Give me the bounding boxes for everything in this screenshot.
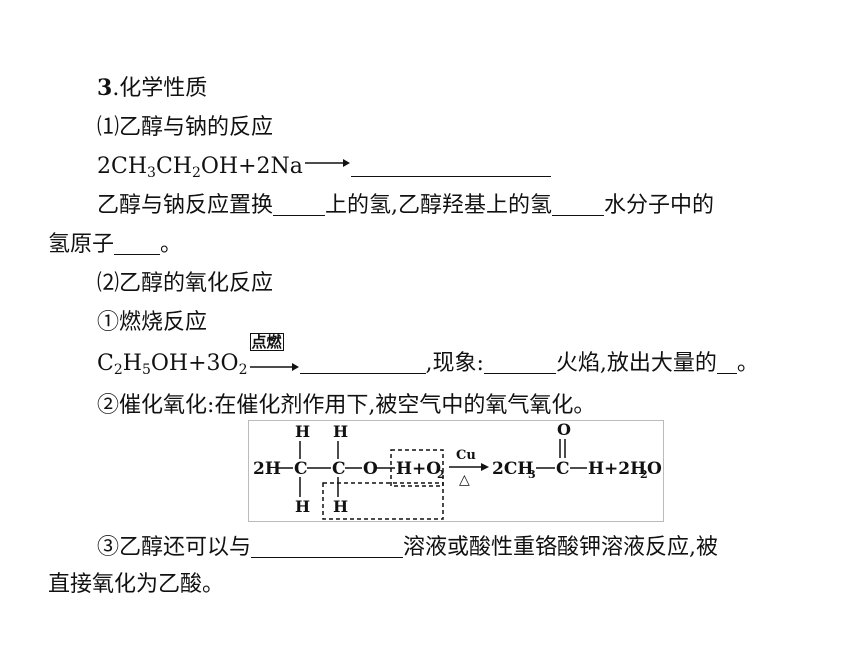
desc-text: 水分子中的	[604, 193, 715, 218]
diagram-atom: H+O	[396, 459, 441, 479]
diagram-atom: H	[333, 422, 348, 441]
diagram-atom: O	[557, 420, 571, 439]
eq-sub: 5	[141, 362, 151, 378]
diagram-atom: C	[556, 459, 570, 479]
eq-part: H	[122, 351, 142, 376]
answer-blank[interactable]	[350, 154, 551, 177]
sodium-equation: 2CH3CH2OH+2Na	[97, 152, 551, 182]
section-heading: 3.化学性质	[97, 73, 207, 104]
answer-blank[interactable]	[251, 535, 404, 558]
section-title: .化学性质	[112, 76, 208, 101]
diagram-atom: 2H	[253, 459, 281, 479]
answer-blank[interactable]	[299, 351, 426, 374]
desc-text: 。	[160, 232, 183, 257]
eq-sub: 2	[113, 362, 123, 378]
eq-sub: 2	[238, 362, 248, 378]
eq-sub: 2	[191, 165, 201, 181]
catalytic-oxidation-diagram: H H 2H C C O H+O 2 H H Cu △ 2CH 3 C O H+…	[248, 420, 664, 522]
diagram-atom: C	[294, 459, 308, 479]
diagram-atom: H	[295, 422, 310, 441]
ignite-arrow: 点燃	[248, 333, 300, 379]
desc-text: ,现象:	[425, 351, 484, 376]
eq-part: OH+3O	[150, 351, 239, 376]
diagram-sub: 2	[437, 468, 445, 481]
diagram-atom: O	[363, 459, 378, 479]
ignite-condition: 点燃	[249, 333, 284, 351]
answer-blank[interactable]	[483, 351, 556, 374]
sodium-desc-line1: 乙醇与钠反应置换 上的氢,乙醇羟基上的氢 水分子中的	[97, 191, 714, 221]
answer-blank[interactable]	[552, 193, 605, 216]
sodium-desc-line2: 氢原子 。	[48, 230, 182, 260]
combustion-title: ①燃烧反应	[97, 310, 208, 335]
diagram-atom: H	[295, 497, 310, 516]
desc-text: 氢原子	[48, 232, 115, 257]
desc-text: 乙醇与钠反应置换	[97, 193, 274, 218]
eq-part: CH	[155, 154, 192, 179]
eq-part: C	[97, 351, 114, 376]
desc-text: 。	[736, 351, 759, 376]
other-oxidation-line1: ③乙醇还可以与 溶液或酸性重铬酸钾溶液反应,被	[97, 533, 718, 563]
diagram-sub: 2	[640, 468, 648, 481]
diagram-atom: H+2H	[588, 459, 646, 479]
desc-text: ③乙醇还可以与	[97, 535, 252, 560]
desc-text: 上的氢,乙醇羟基上的氢	[325, 193, 553, 218]
section-number: 3	[97, 75, 113, 101]
subsection-2-title: ⑵乙醇的氧化反应	[97, 271, 274, 296]
reaction-arrow	[303, 152, 351, 182]
answer-blank[interactable]	[716, 351, 737, 374]
eq-sub: 3	[147, 165, 156, 181]
eq-part: 2CH	[97, 154, 148, 179]
eq-part: OH+2Na	[200, 154, 303, 179]
diagram-atom: C	[332, 459, 346, 479]
diagram-atom: H	[333, 497, 348, 516]
subsection-1-title: ⑴乙醇与钠的反应	[97, 115, 274, 140]
catalytic-title: ②催化氧化:在催化剂作用下,被空气中的氧气氧化。	[97, 393, 596, 418]
answer-blank[interactable]	[114, 232, 161, 255]
answer-blank[interactable]	[273, 193, 326, 216]
heat-symbol: △	[459, 472, 470, 488]
diagram-atom: 2CH	[492, 459, 533, 479]
other-oxidation-line2: 直接氧化为乙酸。	[48, 572, 225, 597]
diagram-atom: O	[647, 459, 662, 479]
diagram-sub: 3	[528, 468, 536, 481]
desc-text: 溶液或酸性重铬酸钾溶液反应,被	[403, 535, 719, 560]
catalyst-label: Cu	[456, 448, 476, 463]
desc-text: 火焰,放出大量的	[555, 351, 717, 376]
